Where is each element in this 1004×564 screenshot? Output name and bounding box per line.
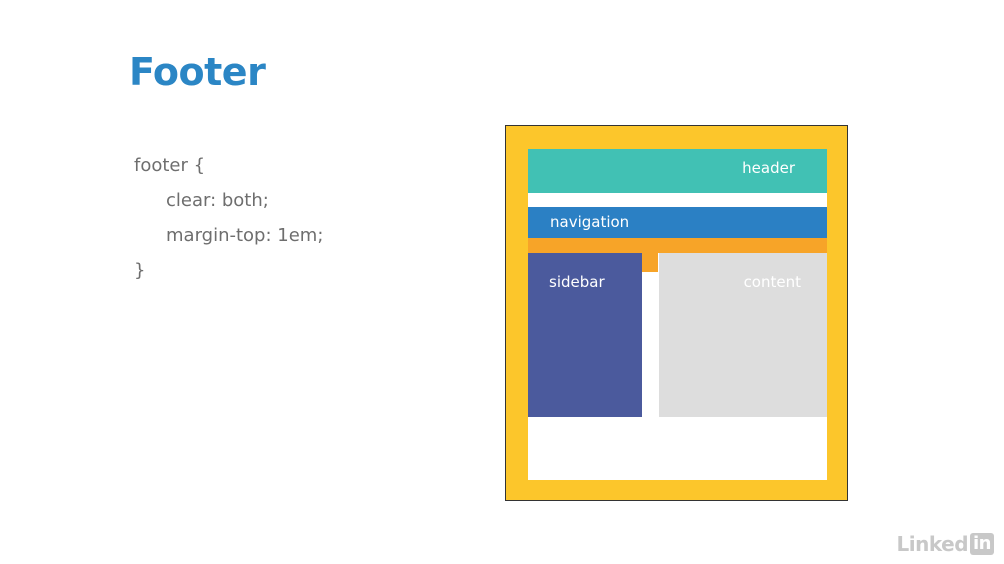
code-line-2: clear: both; xyxy=(166,190,269,211)
linkedin-logo: Linked in xyxy=(897,532,994,556)
navigation-block: navigation xyxy=(528,207,827,238)
code-block: footer { clear: both; margin-top: 1em; } xyxy=(134,148,323,288)
code-line-3: margin-top: 1em; xyxy=(166,225,324,246)
slide-title: Footer xyxy=(129,50,266,94)
code-line-1: footer { xyxy=(134,155,206,176)
margin-notch xyxy=(642,253,658,272)
layout-diagram: header navigation sidebar content xyxy=(505,125,848,501)
code-line-4: } xyxy=(134,260,146,281)
logo-text: Linked xyxy=(896,532,969,556)
content-block: content xyxy=(659,253,827,417)
header-block: header xyxy=(528,149,827,193)
margin-strip xyxy=(528,238,827,253)
sidebar-block: sidebar xyxy=(528,253,642,417)
diagram-page-area: header navigation sidebar content xyxy=(528,149,827,480)
logo-in-box: in xyxy=(970,533,994,555)
